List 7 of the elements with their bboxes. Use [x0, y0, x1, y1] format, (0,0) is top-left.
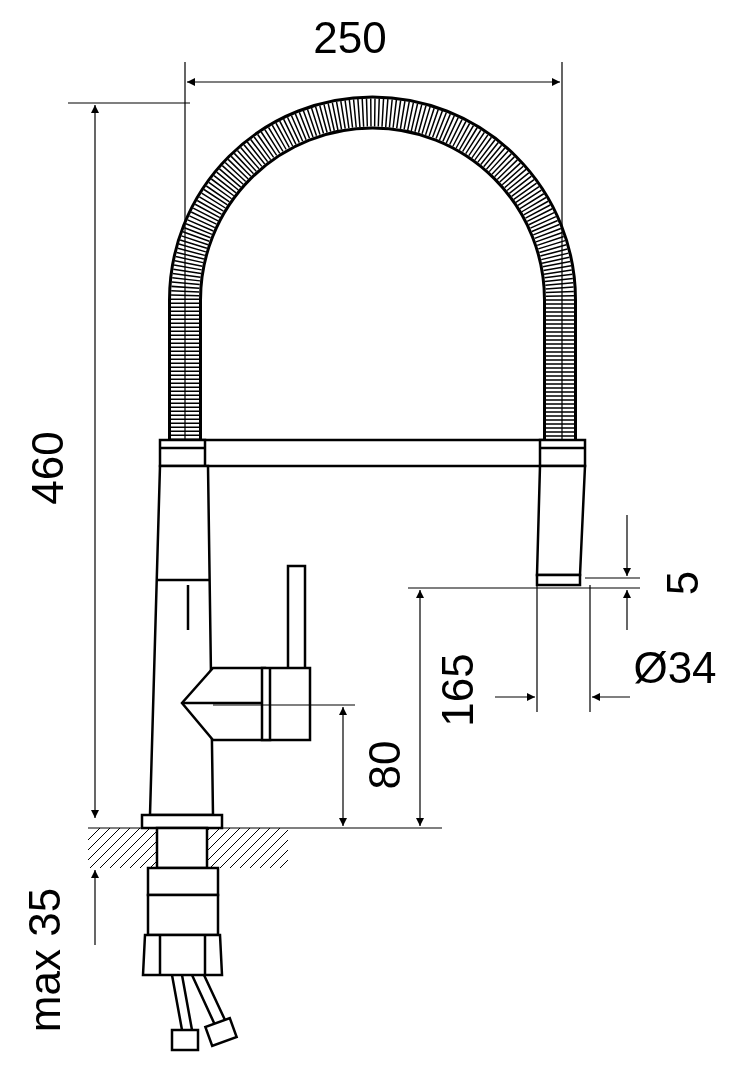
dimension-label: 80	[363, 740, 407, 790]
dimension-label: 165	[436, 653, 480, 727]
dimension-label: max 35	[23, 887, 67, 1033]
dimension-label: 5	[661, 570, 705, 596]
dimension-label: 250	[313, 16, 387, 60]
dimension-label: Ø34	[633, 646, 717, 690]
dimension-label: 460	[26, 431, 70, 505]
